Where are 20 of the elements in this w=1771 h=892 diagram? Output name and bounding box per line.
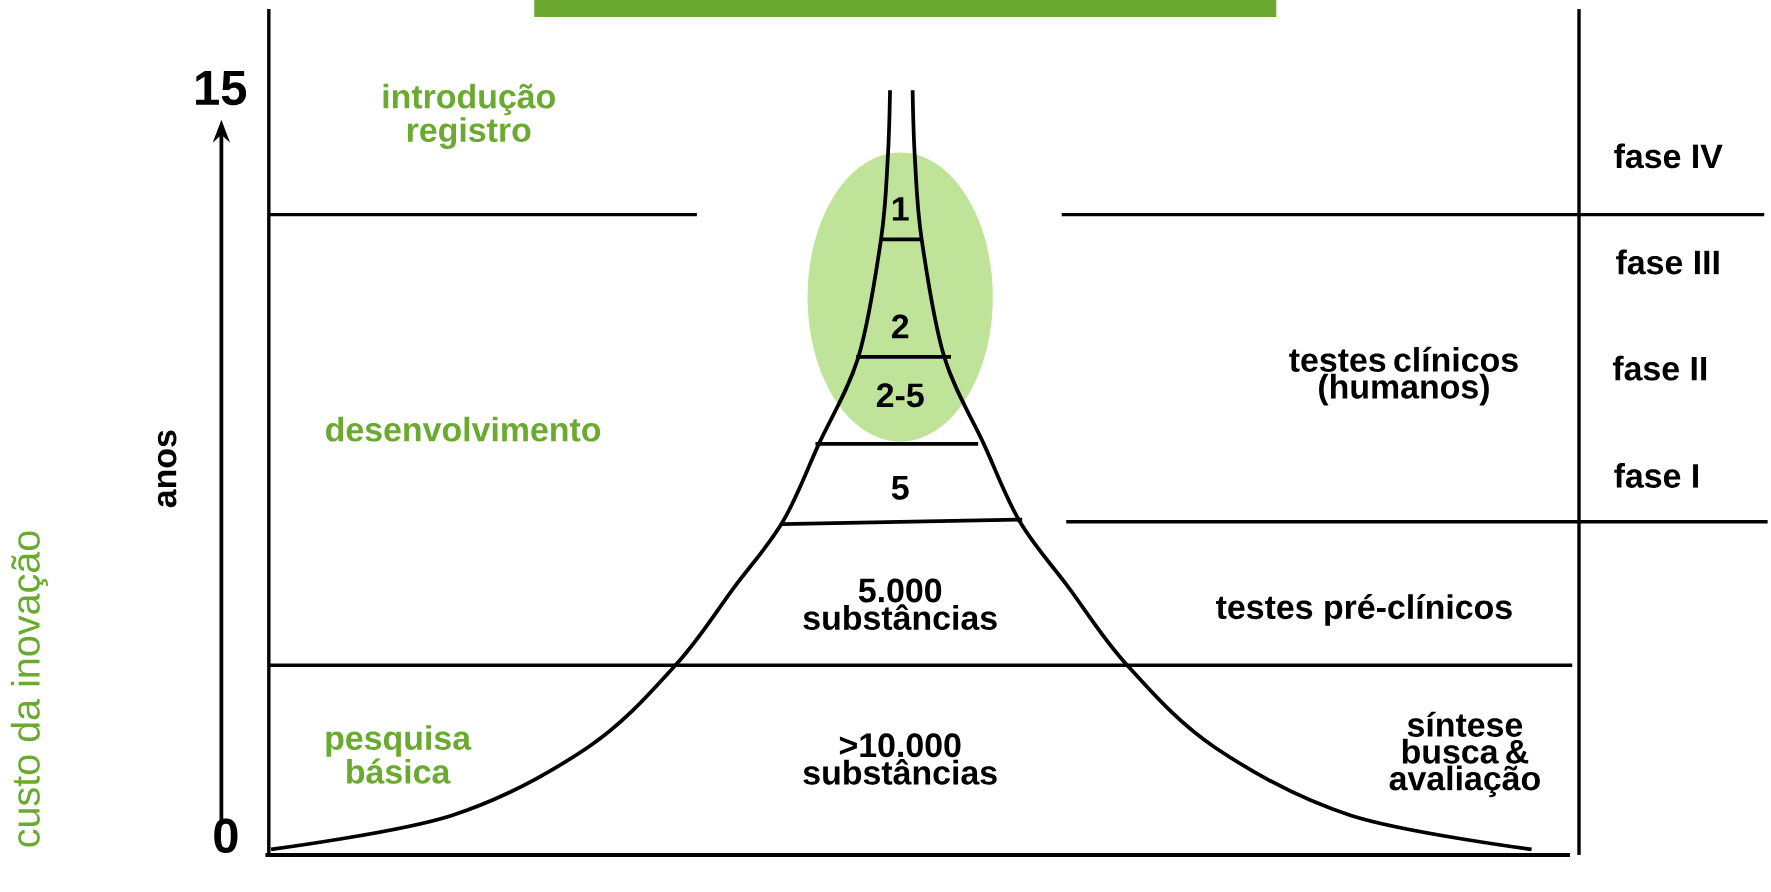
- phase-label: fase I: [1614, 462, 1698, 488]
- axis-title: anos: [157, 430, 177, 508]
- count-label: 5: [891, 475, 909, 500]
- count-label: 1: [892, 197, 909, 221]
- count-label: >10.000 substâncias: [803, 733, 997, 785]
- phase-label: fase III: [1616, 249, 1719, 275]
- count-label: 5.000 substâncias: [803, 578, 997, 630]
- axis-value: 15: [196, 70, 247, 105]
- count-label: 2: [891, 314, 909, 339]
- stage-description: síntese busca & avaliação: [1389, 711, 1540, 798]
- phase-label: fase IV: [1614, 143, 1723, 169]
- stage-label: pesquisa básica: [326, 725, 472, 784]
- phase-label: fase II: [1612, 355, 1707, 381]
- stage-description: testes pré-clínicos: [1216, 593, 1512, 626]
- axis-value: 0: [214, 818, 238, 853]
- count-label: 2-5: [876, 383, 924, 408]
- axis-title: custo da inovação: [10, 531, 48, 847]
- stage-description: testes clínicos (humanos): [1289, 346, 1518, 406]
- stage-label: introdução registro: [383, 83, 555, 149]
- stage-label: desenvolvimento: [326, 416, 601, 442]
